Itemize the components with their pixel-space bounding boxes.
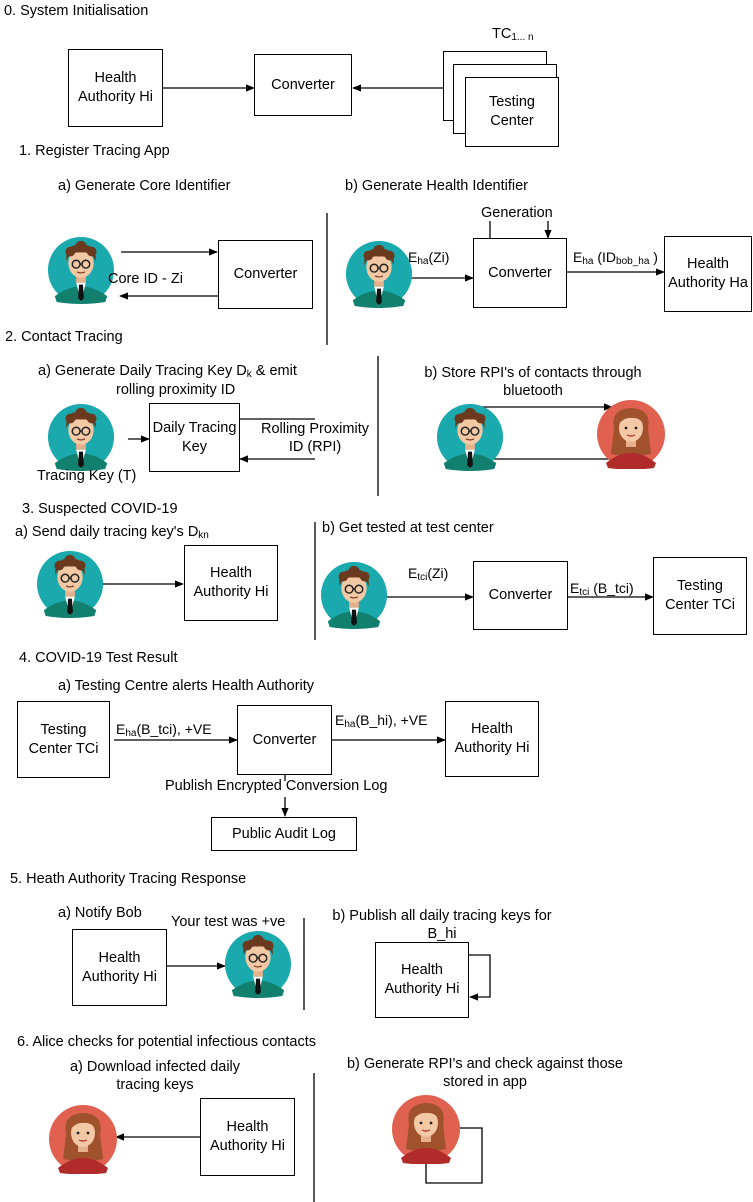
section-2a-title: a) Generate Daily Tracing Key Dk & emit: [38, 363, 297, 380]
section-5b-title: b) Publish all daily tracing keys for B_…: [332, 908, 552, 942]
eha-id-label: Eha (IDbob_ha ): [573, 249, 658, 267]
bob-avatar-icon: [47, 403, 115, 476]
alice-avatar-icon: [391, 1094, 461, 1169]
section-5a-title: a) Notify Bob: [58, 905, 142, 921]
alice-avatar-icon: [596, 399, 666, 474]
bob-avatar-icon: [345, 240, 413, 313]
loop-6b: [422, 1127, 483, 1184]
section-3-title: 3. Suspected COVID-19: [22, 501, 178, 517]
section-6b-title: b) Generate RPI's and check against thos…: [346, 1056, 623, 1090]
health-authority-box: Health Authority Hi: [68, 49, 163, 127]
bob-avatar-icon: [320, 561, 388, 634]
bob-avatar-icon: [47, 236, 115, 309]
bob-avatar-icon: [436, 403, 504, 476]
core-id-label: Core ID - Zi: [108, 271, 183, 287]
testing-center-3b-box: Testing Center TCi: [653, 557, 747, 635]
health-authority-4-box: Health Authority Hi: [445, 701, 539, 777]
section-4-title: 4. COVID-19 Test Result: [19, 650, 178, 666]
tracing-key-label: Tracing Key (T): [37, 468, 137, 484]
eha-btci-label: Eha(B_tci), +VE: [116, 721, 212, 739]
converter-1b-box: Converter: [473, 238, 567, 308]
eha-zi-label: Eha(Zi): [408, 249, 450, 267]
health-authority-5a-box: Health Authority Hi: [72, 929, 167, 1006]
etci-zi-label: Etci(Zi): [408, 565, 449, 583]
daily-tracing-key-box: Daily Tracing Key: [149, 403, 240, 472]
section-5-title: 5. Heath Authority Tracing Response: [10, 871, 247, 887]
health-authority-3a-box: Health Authority Hi: [184, 545, 278, 621]
notify-message-label: Your test was +ve: [171, 914, 286, 930]
converter-box: Converter: [254, 54, 352, 116]
section-6-title: 6. Alice checks for potential infectious…: [17, 1034, 317, 1050]
eha-bhi-label: Eha(B_hi), +VE: [335, 712, 428, 730]
generation-label: Generation: [481, 205, 553, 221]
tc-label: TC1... n: [492, 26, 534, 43]
etci-btci-label: Etci (B_tci): [570, 580, 634, 598]
section-1-title: 1. Register Tracing App: [19, 143, 170, 159]
alice-avatar-icon: [48, 1104, 118, 1179]
converter-4-box: Converter: [237, 705, 332, 775]
testing-center-box: Testing Center: [465, 77, 559, 147]
health-authority-ha-box: Health Authority Ha: [664, 236, 752, 312]
section-2-title: 2. Contact Tracing: [5, 329, 123, 345]
rpi-label: Rolling Proximity ID (RPI): [261, 421, 369, 455]
testing-center-4-box: Testing Center TCi: [17, 701, 110, 778]
section-2b-title: b) Store RPI's of contacts through bluet…: [424, 365, 642, 399]
section-0-title: 0. System Initialisation: [4, 3, 149, 19]
converter-1a-box: Converter: [218, 240, 313, 309]
section-3a-title: a) Send daily tracing key's Dkn: [15, 524, 209, 541]
public-audit-log-box: Public Audit Log: [211, 817, 357, 851]
bob-avatar-icon: [224, 930, 292, 1003]
section-1a-title: a) Generate Core Identifier: [58, 178, 231, 194]
section-4a-title: a) Testing Centre alerts Health Authorit…: [58, 678, 315, 694]
bob-avatar-icon: [36, 550, 104, 623]
publish-log-label: Publish Encrypted Conversion Log: [165, 778, 388, 794]
section-2a-title-line2: rolling proximity ID: [116, 382, 236, 398]
converter-3b-box: Converter: [473, 561, 568, 630]
loop-5b: [469, 954, 491, 1001]
section-3b-title: b) Get tested at test center: [322, 520, 494, 536]
section-1b-title: b) Generate Health Identifier: [345, 178, 528, 194]
health-authority-5b-box: Health Authority Hi: [375, 942, 469, 1018]
section-6a-title: a) Download infected daily tracing keys: [69, 1059, 241, 1093]
health-authority-6a-box: Health Authority Hi: [200, 1098, 295, 1176]
